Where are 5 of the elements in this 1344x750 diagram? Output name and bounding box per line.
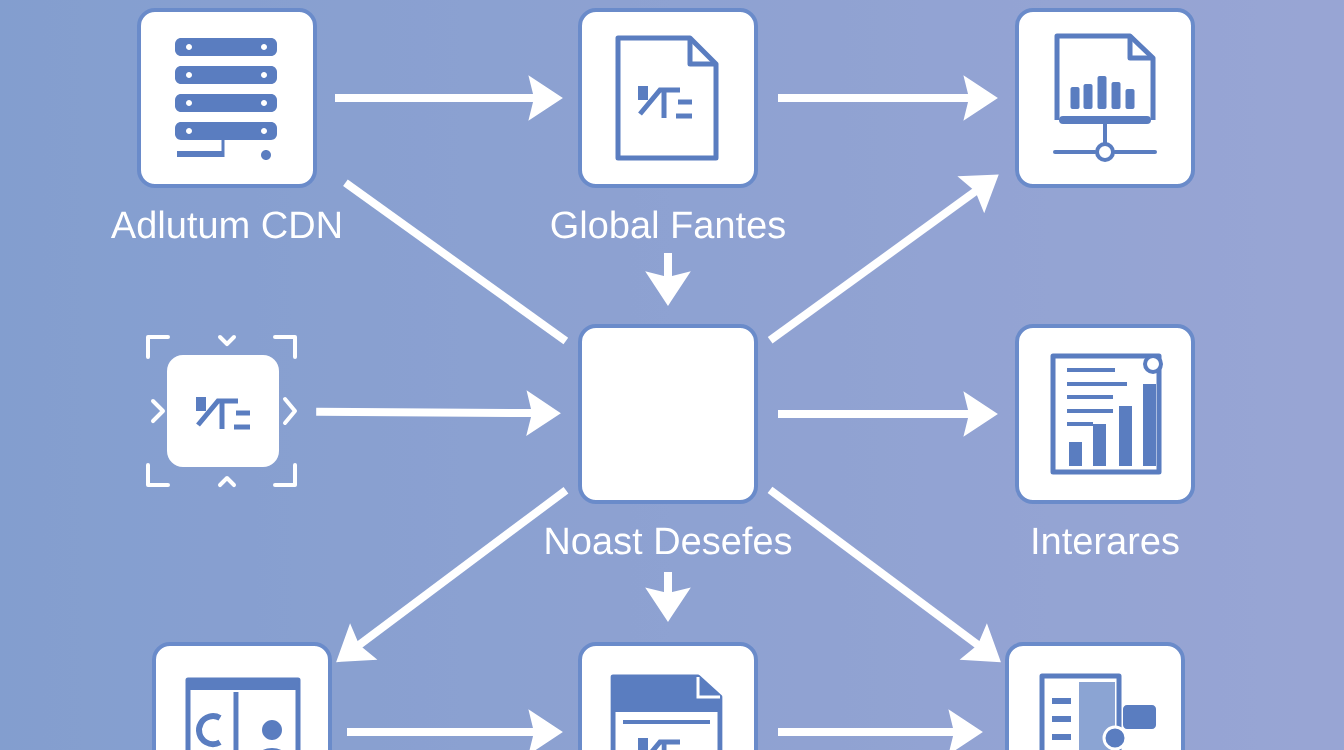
tile-label: Noast Desefes bbox=[546, 526, 792, 555]
tile-label: Adlutum CDN bbox=[110, 210, 340, 239]
connector-line bbox=[343, 179, 569, 345]
tile-label: Global Fantes bbox=[551, 210, 785, 239]
tile-label: Interares bbox=[1033, 527, 1179, 555]
